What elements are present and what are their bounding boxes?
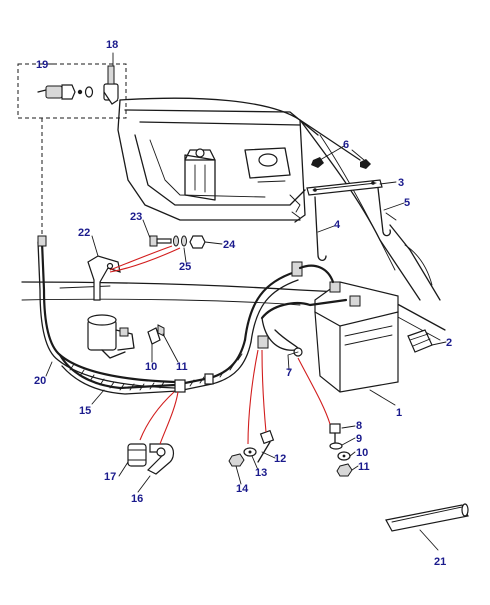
bracket [87,255,121,301]
label-9: 9 [356,433,362,445]
sleeve-21 [385,503,469,532]
washer-10-right [337,451,351,461]
label-2: 2 [446,337,452,349]
part-labels: 1 2 3 4 5 6 7 8 9 10 11 10 11 12 13 14 1… [34,39,452,568]
label-11-right: 11 [358,461,370,473]
label-22: 22 [78,227,90,239]
nut-24 [189,235,206,249]
label-4: 4 [334,219,341,231]
connector-18 [103,65,119,105]
label-1: 1 [396,407,402,419]
callout-arcs [109,245,331,445]
body-panel [21,97,446,341]
label-18: 18 [106,39,118,51]
label-14: 14 [236,483,249,495]
bolt-8 [329,423,341,445]
clamp-rod [314,196,327,262]
label-7: 7 [286,367,292,379]
detail-box [17,63,127,236]
p-clip-16 [146,443,175,475]
label-11-left: 11 [176,361,188,373]
label-23: 23 [130,211,142,223]
washers-25 [173,235,187,247]
label-12: 12 [274,453,286,465]
washer-13 [243,447,257,457]
starter-solenoid [87,314,135,359]
label-25: 25 [179,261,191,273]
battery-leads [243,261,348,357]
label-10-right: 10 [356,447,368,459]
wiring-harness [58,338,252,395]
bolt-23 [149,235,172,247]
grommet-17 [127,443,147,467]
j-bolt [377,187,391,237]
label-21: 21 [434,556,446,568]
label-10-left: 10 [145,361,157,373]
washer-9 [329,442,343,450]
label-24: 24 [223,239,236,251]
nut-14 [228,453,245,467]
label-3: 3 [398,177,404,189]
label-15: 15 [79,405,91,417]
battery [314,281,399,393]
clip-set-left [147,324,165,345]
leader-lines [45,52,447,551]
battery-clamp-bar [306,179,383,196]
label-13: 13 [255,467,267,479]
label-19: 19 [36,59,48,71]
label-20: 20 [34,375,46,387]
label-8: 8 [356,420,362,432]
label-16: 16 [131,493,143,505]
label-6: 6 [343,139,349,151]
bolt-12 [257,429,275,463]
nut-11-right [336,463,353,477]
label-17: 17 [104,471,116,483]
label-5: 5 [404,197,410,209]
